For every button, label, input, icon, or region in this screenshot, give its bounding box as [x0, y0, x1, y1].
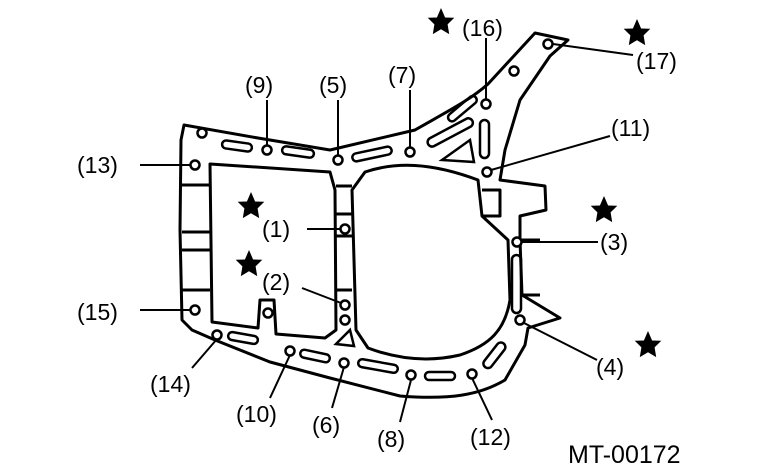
- label-14: (14): [150, 371, 191, 397]
- label-8: (8): [377, 426, 405, 452]
- label-15: (15): [77, 299, 118, 325]
- label-17: (17): [636, 48, 677, 74]
- label-1: (1): [262, 216, 290, 242]
- label-9: (9): [245, 72, 273, 98]
- label-7: (7): [388, 62, 416, 88]
- label-4: (4): [596, 354, 624, 380]
- star-icon: [235, 250, 263, 277]
- gasket-outline: [178, 31, 570, 399]
- star-markers: [235, 8, 662, 358]
- label-13: (13): [77, 152, 118, 178]
- star-icon: [427, 8, 455, 35]
- label-6: (6): [312, 412, 340, 438]
- callout-labels: (1) (2) (3) (4) (5) (6) (7) (8) (9) (10)…: [77, 15, 677, 452]
- label-5: (5): [319, 72, 347, 98]
- label-16: (16): [462, 15, 503, 41]
- label-2: (2): [262, 269, 290, 295]
- label-3: (3): [600, 229, 628, 255]
- star-icon: [590, 196, 618, 223]
- bolt-holes: [189, 38, 554, 381]
- gasket-slots: [220, 94, 523, 382]
- label-12: (12): [470, 424, 511, 450]
- star-icon: [623, 19, 651, 46]
- figure-reference-code: MT-00172: [568, 441, 681, 469]
- star-icon: [634, 331, 662, 358]
- leader-lines: [140, 38, 634, 423]
- star-icon: [237, 192, 265, 219]
- label-10: (10): [236, 401, 277, 427]
- label-11: (11): [611, 115, 650, 141]
